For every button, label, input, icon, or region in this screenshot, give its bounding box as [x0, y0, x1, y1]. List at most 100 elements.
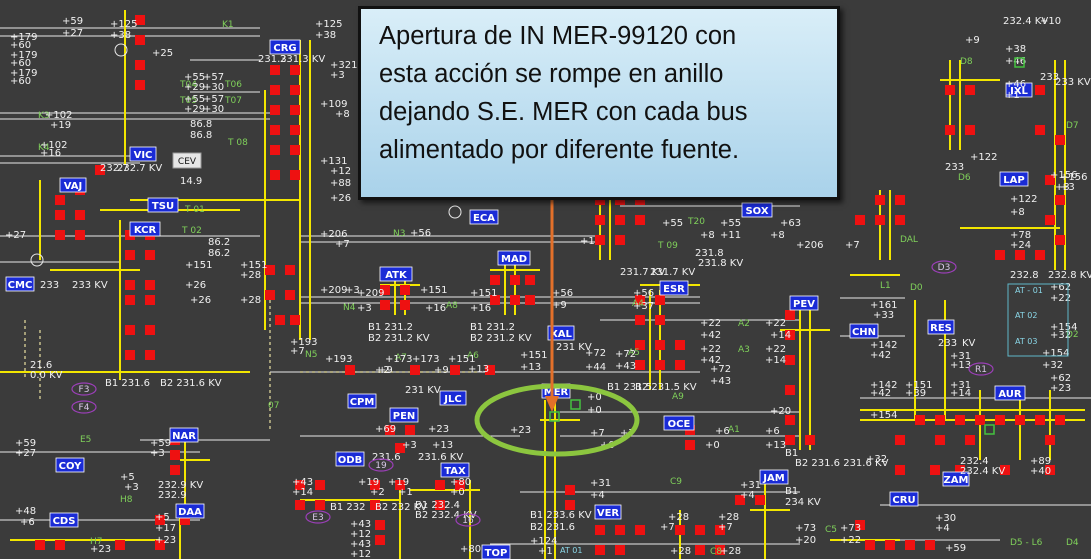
reading-ixl: +122 [970, 152, 997, 163]
line-label-a8: A8 [446, 301, 458, 311]
station-label-tax: TAX [444, 466, 466, 477]
line-label-d4: D4 [1066, 538, 1079, 548]
breaker-closed [145, 350, 155, 360]
breaker-closed [965, 435, 975, 445]
breaker-closed [655, 340, 665, 350]
highlight-ellipse [474, 383, 640, 457]
breaker-closed [510, 295, 520, 305]
reading-t_values: 86.8 [190, 119, 212, 130]
station-box-ver [594, 504, 622, 520]
breaker-closed [455, 480, 465, 490]
reading-b1_bot: 0.0 KV [30, 370, 63, 381]
breaker-closed [675, 360, 685, 370]
reading-lap: +156 [1050, 170, 1077, 181]
reading-nar: +59 [150, 438, 171, 449]
breaker-closed [35, 540, 45, 550]
reading-lap: +3 [1055, 182, 1070, 193]
breaker-closed [875, 195, 885, 205]
callout-line-3: dejando S.E. MER con cada bus [379, 98, 748, 126]
breaker-closed [925, 540, 935, 550]
breaker-closed [635, 360, 645, 370]
reading-aur: +89 [1030, 456, 1051, 467]
reading-mad: B2 231.2 KV [470, 333, 532, 344]
reading-top_left: +102 [45, 110, 72, 121]
breaker-closed [785, 385, 795, 395]
breaker-closed [125, 325, 135, 335]
station-box-tax [440, 462, 470, 478]
reading-atk: B2 231.2 KV [368, 333, 430, 344]
station-label-nar: NAR [172, 431, 196, 442]
reading-top_left: +38 [315, 30, 336, 41]
breaker-closed [565, 500, 575, 510]
line-label-t06: T06 [224, 80, 242, 90]
reading-ver: +28 [720, 546, 741, 557]
reading-lap: +3 [1060, 182, 1075, 193]
line-label-t02: T 02 [181, 226, 202, 236]
breaker-closed [75, 210, 85, 220]
reading-t_values: +55 [184, 72, 205, 83]
reading-esr: +56 [633, 288, 654, 299]
zone-label-z19: 19 [375, 461, 387, 471]
reading-t_values: +55 [184, 94, 205, 105]
breaker-closed [265, 265, 275, 275]
breaker-closed [125, 250, 135, 260]
reading-chn: +151 [905, 380, 932, 391]
station-box-coy [55, 457, 85, 473]
reading-crg: +7 [290, 346, 305, 357]
reading-sox: 231.8 KV [698, 258, 743, 269]
reading-ixl: +46 [1005, 79, 1026, 90]
reading-aur: +154 [1050, 322, 1077, 333]
reading-crg: +3 [330, 70, 345, 81]
reading-sox: +7 [845, 240, 860, 251]
reading-sox: +8 [770, 230, 785, 241]
line-label-k4: K4 [38, 143, 50, 153]
reading-t_values: 86.2 [208, 237, 230, 248]
station-boxes[interactable]: CRGVICVAJTSUKCRCMCATKMADECASOXLAPIXLPEVE… [5, 39, 1033, 559]
reading-ixl: 232.4 KV [1003, 16, 1048, 27]
breaker-closed [55, 195, 65, 205]
breaker-closed [155, 515, 165, 525]
reading-top_left: +125 [110, 19, 137, 30]
reading-cmc: 233 [40, 280, 59, 291]
reading-b1_bot: 21.6 [30, 360, 52, 371]
line-label-c9: C9 [670, 477, 682, 487]
reading-crg: +88 [330, 178, 351, 189]
breaker-closed [915, 415, 925, 425]
reading-cpm: +2 [375, 365, 390, 376]
reading-b1_bot: B1 231.6 [105, 378, 150, 389]
reading-t_values: +57 [203, 72, 224, 83]
reading-jam: +4 [740, 490, 755, 501]
breaker-closed [635, 295, 645, 305]
reading-aur: +40 [1030, 466, 1051, 477]
breaker-closed [435, 480, 445, 490]
callout-line-2: esta acción se rompe en anillo [379, 60, 724, 88]
breaker-closed [895, 195, 905, 205]
station-box-daa [175, 503, 205, 519]
breaker-closed [635, 340, 645, 350]
station-box-top [481, 544, 511, 559]
reading-res: +31 [950, 380, 971, 391]
switch-ixl [1014, 57, 1025, 68]
reading-aur: +32 [1042, 360, 1063, 371]
station-box-atk [379, 266, 413, 282]
station-box-esr [659, 280, 689, 296]
breaker-closed [290, 85, 300, 95]
reading-esr: +42 [700, 330, 721, 341]
breaker-closed [955, 465, 965, 475]
cev-label: CEV [178, 157, 197, 167]
breaker-closed [635, 195, 645, 205]
line-label-a6: A6 [467, 351, 479, 361]
reading-ver: +28 [718, 512, 739, 523]
breakers [35, 15, 1065, 555]
annotation-callout: Apertura de IN MER-99120 con esta acción… [358, 6, 840, 200]
reading-cpm: +173 [385, 354, 412, 365]
reading-cru: +73 [840, 523, 861, 534]
breaker-closed [635, 315, 645, 325]
reading-sox: +63 [780, 218, 801, 229]
station-label-zam: ZAM [944, 475, 969, 486]
line-label-l7: 07 [268, 401, 279, 411]
line-label-dal: DAL [900, 235, 918, 245]
breaker-closed [930, 465, 940, 475]
station-label-odb: ODB [338, 455, 362, 466]
breaker-closed [270, 85, 280, 95]
